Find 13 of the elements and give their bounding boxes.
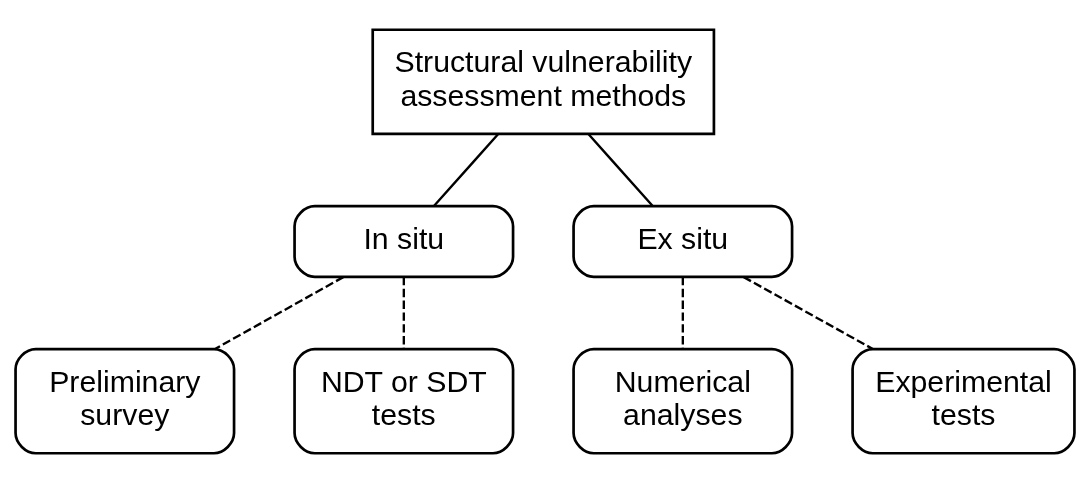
connector bbox=[402, 276, 405, 349]
node-box: Experimental tests bbox=[851, 347, 1076, 455]
node-box: Numerical analyses bbox=[572, 347, 794, 455]
node-box: Preliminary survey bbox=[14, 347, 236, 455]
node-box: Ex situ bbox=[572, 204, 794, 278]
connector bbox=[681, 276, 684, 349]
node-box: Structural vulnerability assessment methods bbox=[371, 27, 716, 135]
connector bbox=[743, 275, 874, 350]
connector bbox=[214, 275, 344, 350]
connector bbox=[433, 132, 499, 207]
connector bbox=[587, 132, 654, 207]
node-box: In situ bbox=[293, 204, 515, 278]
node-box: NDT or SDT tests bbox=[293, 347, 515, 455]
